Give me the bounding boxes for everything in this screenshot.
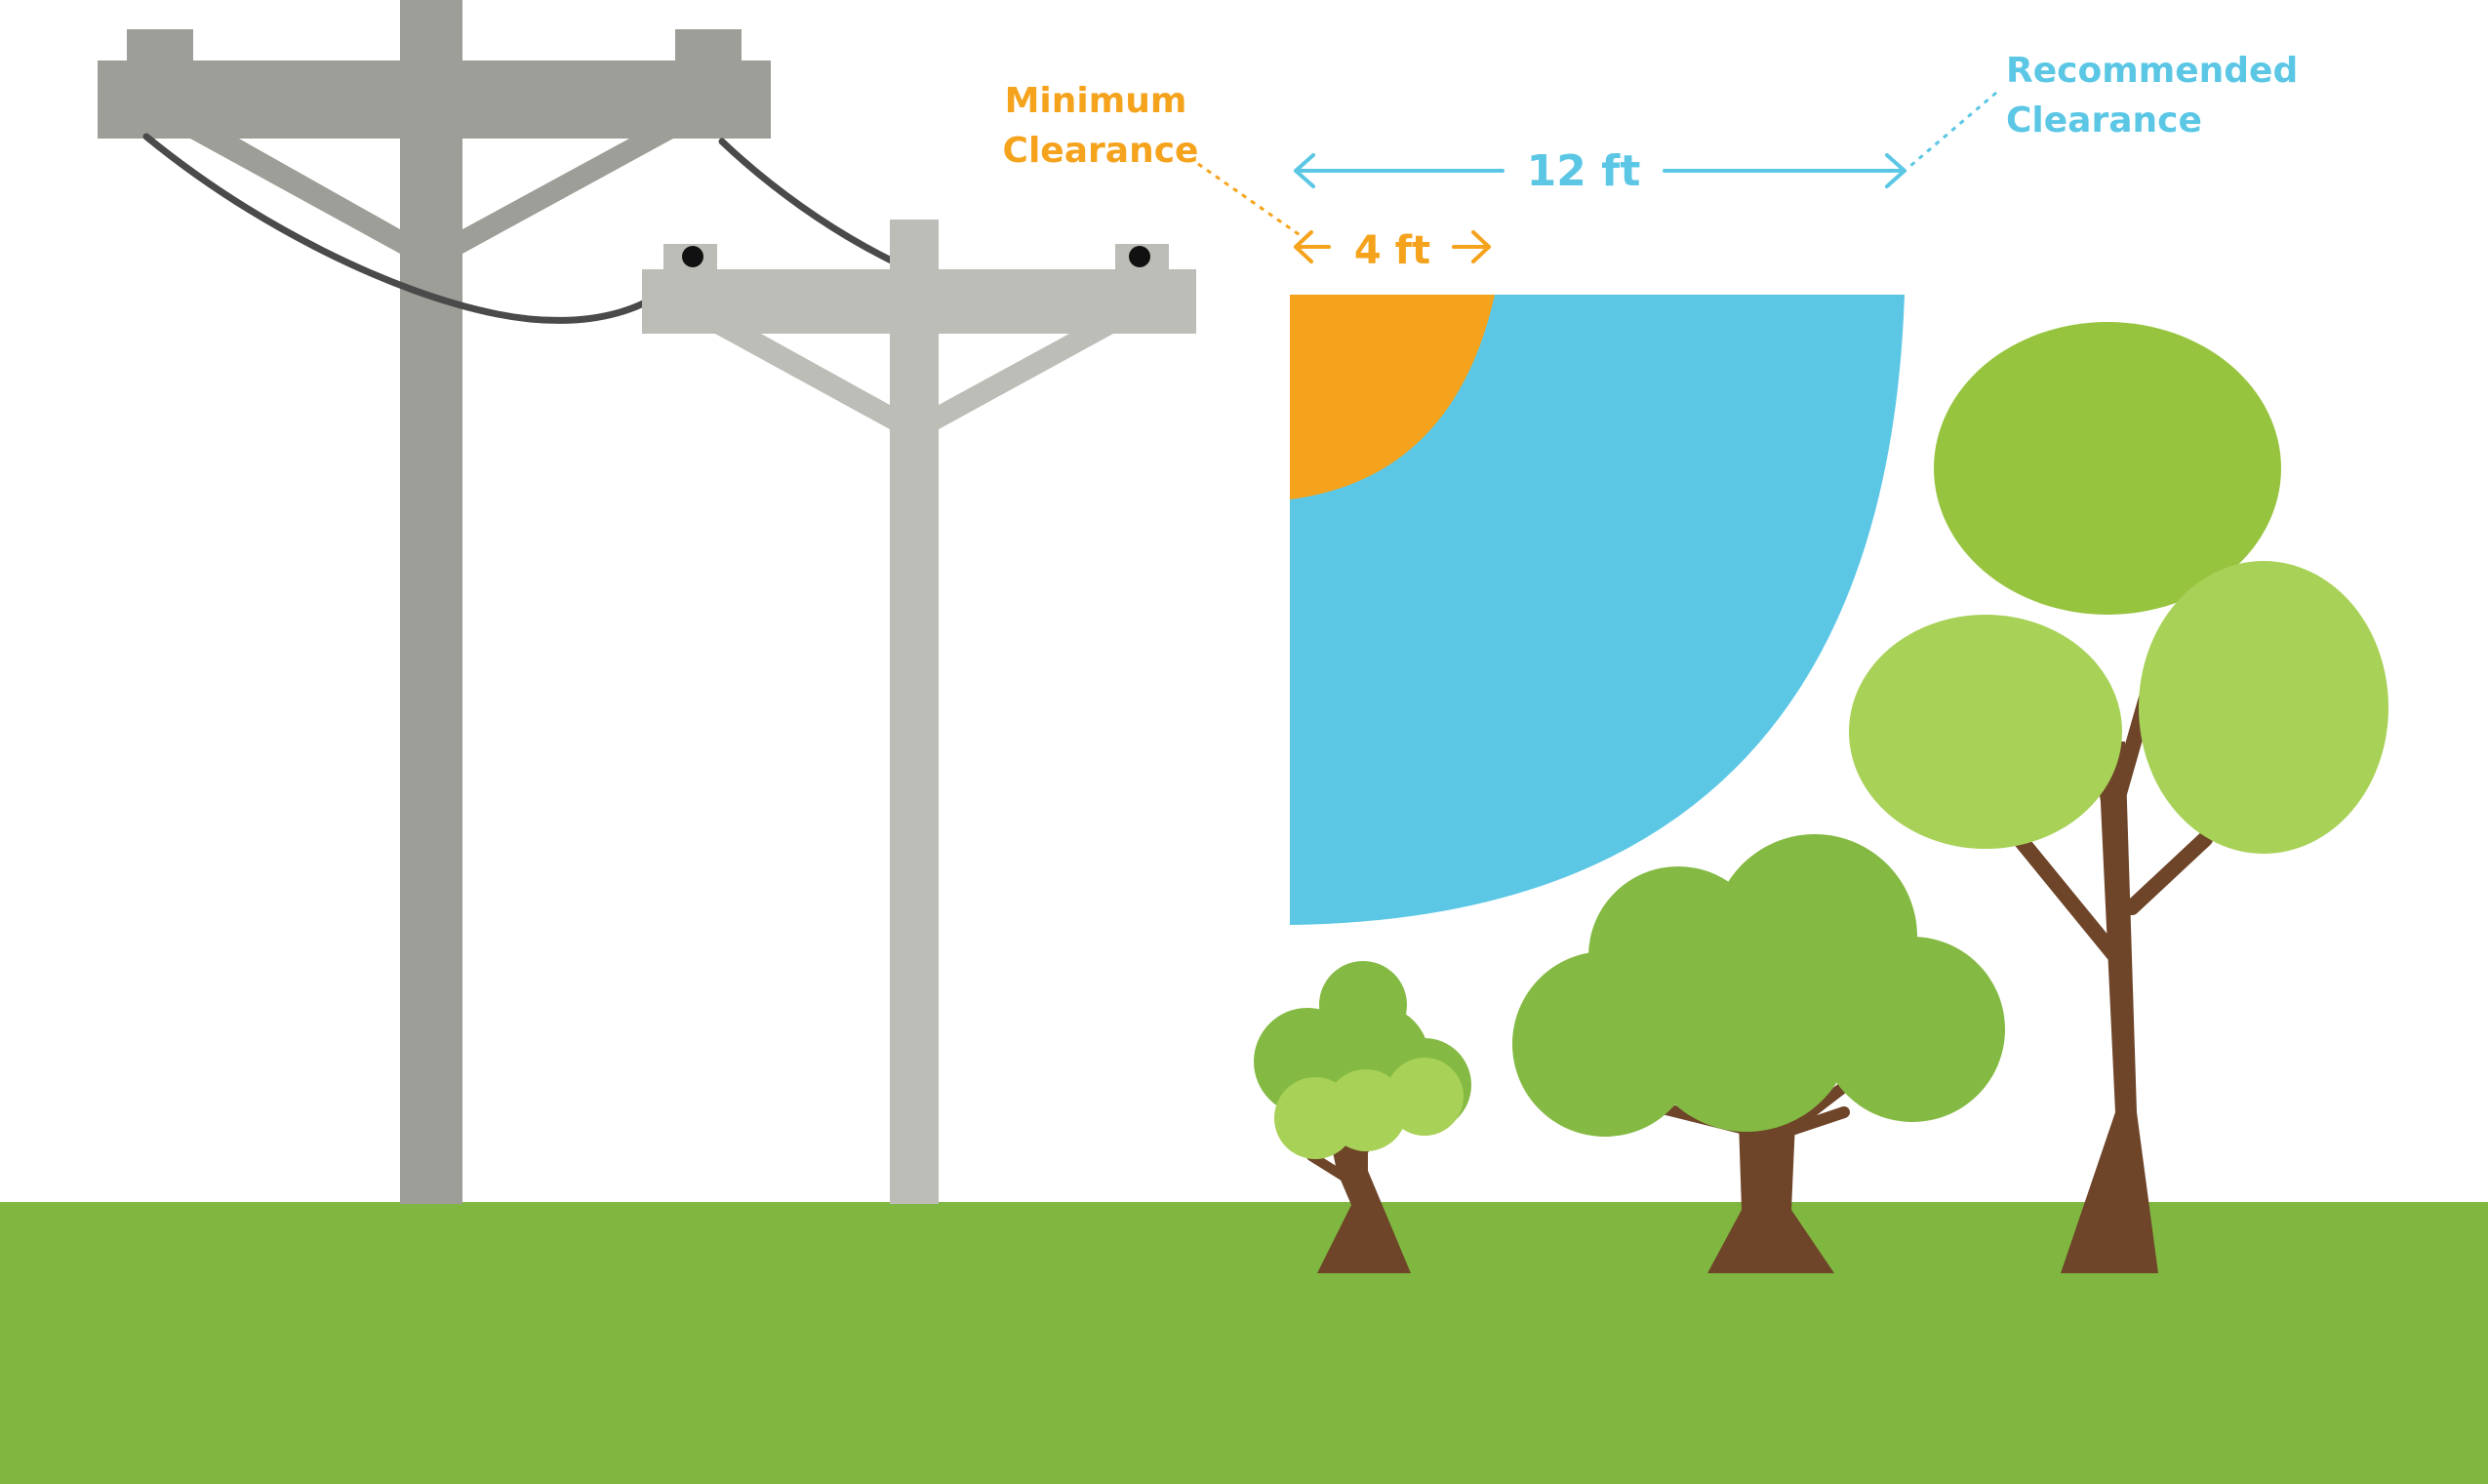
minimum-clearance-label-line1: Minimum xyxy=(1005,81,1187,121)
utility-pole-back xyxy=(98,0,771,1204)
minimum-clearance-zone xyxy=(1290,295,1495,500)
insulator xyxy=(682,246,703,267)
recommended-clearance-zone xyxy=(1290,295,1905,925)
recommended-leader-line xyxy=(1909,91,1997,168)
tall-tree xyxy=(1849,322,2388,1273)
minimum-dimension-arrow xyxy=(1294,230,1491,263)
recommended-distance-label: 12 ft xyxy=(1527,146,1641,196)
recommended-clearance-label-line2: Clearance xyxy=(2006,100,2202,140)
recommended-clearance-label-line1: Recommended xyxy=(2006,51,2298,91)
recommended-dimension-arrow xyxy=(1294,153,1906,188)
medium-tree xyxy=(1512,834,2005,1273)
insulator xyxy=(1129,246,1150,267)
minimum-clearance-label-line2: Clearance xyxy=(1003,131,1199,171)
utility-pole-front xyxy=(642,220,1196,1204)
small-tree xyxy=(1254,961,1471,1273)
minimum-leader-line xyxy=(1197,162,1306,241)
minimum-distance-label: 4 ft xyxy=(1354,228,1430,273)
